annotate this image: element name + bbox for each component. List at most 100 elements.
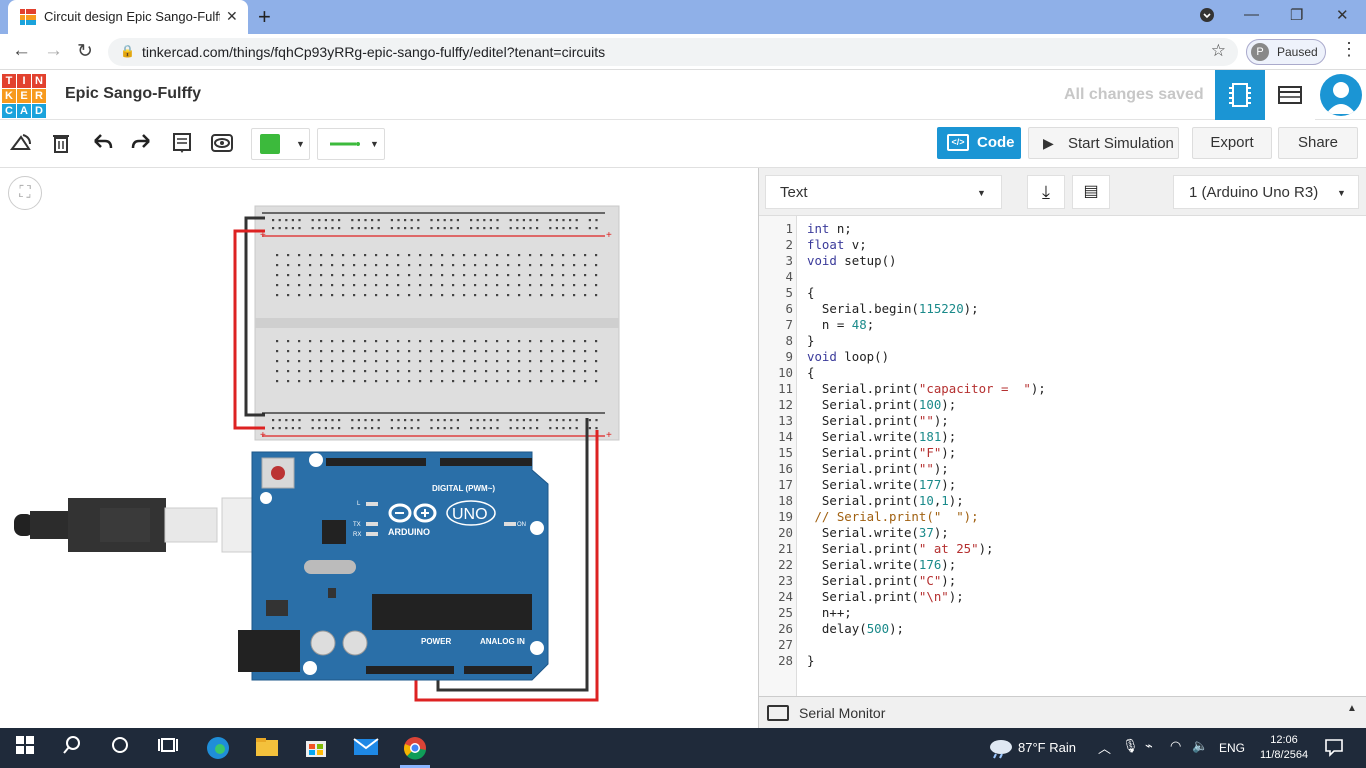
breadboard-hole[interactable] — [443, 427, 446, 430]
breadboard-hole[interactable] — [404, 227, 407, 230]
breadboard-hole[interactable] — [419, 350, 422, 353]
breadboard-hole[interactable] — [529, 419, 532, 422]
breadboard-hole[interactable] — [309, 294, 312, 297]
breadboard-hole[interactable] — [569, 427, 572, 430]
microphone-icon[interactable]: 🎙 — [1122, 738, 1139, 753]
breadboard-hole[interactable] — [555, 427, 558, 430]
breadboard-hole[interactable] — [562, 219, 565, 222]
breadboard-hole[interactable] — [331, 380, 334, 383]
breadboard-hole[interactable] — [489, 219, 492, 222]
breadboard-hole[interactable] — [298, 219, 301, 222]
breadboard-hole[interactable] — [595, 350, 598, 353]
breadboard-hole[interactable] — [584, 340, 587, 343]
breadboard-hole[interactable] — [298, 294, 301, 297]
fit-view-icon[interactable]: ⛶ — [8, 176, 42, 210]
breadboard-hole[interactable] — [485, 340, 488, 343]
breadboard-hole[interactable] — [456, 427, 459, 430]
breadboard-hole[interactable] — [298, 284, 301, 287]
component-list-button[interactable] — [1265, 70, 1315, 120]
breadboard-hole[interactable] — [540, 264, 543, 267]
language-indicator[interactable]: ENG — [1219, 741, 1246, 755]
code-line[interactable]: Serial.print(""); — [807, 461, 949, 476]
breadboard-hole[interactable] — [375, 254, 378, 257]
breadboard-hole[interactable] — [291, 427, 294, 430]
notes-icon[interactable] — [172, 132, 192, 160]
breadboard-hole[interactable] — [441, 380, 444, 383]
breadboard-hole[interactable] — [338, 219, 341, 222]
breadboard-hole[interactable] — [549, 219, 552, 222]
window-close-icon[interactable]: ✕ — [1336, 7, 1349, 24]
breadboard-hole[interactable] — [441, 284, 444, 287]
breadboard-hole[interactable] — [320, 274, 323, 277]
breadboard-hole[interactable] — [318, 419, 321, 422]
breadboard-hole[interactable] — [357, 419, 360, 422]
breadboard-hole[interactable] — [276, 370, 279, 373]
breadboard-hole[interactable] — [540, 254, 543, 257]
breadboard-hole[interactable] — [404, 219, 407, 222]
breadboard-hole[interactable] — [595, 284, 598, 287]
breadboard-hole[interactable] — [540, 360, 543, 363]
code-line[interactable]: void loop() — [807, 349, 890, 364]
breadboard-hole[interactable] — [331, 370, 334, 373]
breadboard-hole[interactable] — [595, 427, 598, 430]
breadboard-hole[interactable] — [386, 264, 389, 267]
breadboard-hole[interactable] — [364, 360, 367, 363]
breadboard-hole[interactable] — [562, 284, 565, 287]
breadboard-hole[interactable] — [408, 370, 411, 373]
breadboard-hole[interactable] — [331, 427, 334, 430]
breadboard-hole[interactable] — [276, 274, 279, 277]
breadboard-hole[interactable] — [408, 284, 411, 287]
breadboard-hole[interactable] — [287, 254, 290, 257]
breadboard-hole[interactable] — [364, 340, 367, 343]
breadboard-hole[interactable] — [430, 370, 433, 373]
breadboard-hole[interactable] — [410, 419, 413, 422]
breadboard-hole[interactable] — [452, 294, 455, 297]
breadboard-hole[interactable] — [386, 294, 389, 297]
breadboard-hole[interactable] — [452, 340, 455, 343]
breadboard-hole[interactable] — [342, 254, 345, 257]
breadboard-hole[interactable] — [375, 284, 378, 287]
breadboard-hole[interactable] — [474, 264, 477, 267]
breadboard-hole[interactable] — [353, 284, 356, 287]
breadboard-hole[interactable] — [549, 427, 552, 430]
breadboard-hole[interactable] — [397, 219, 400, 222]
breadboard-hole[interactable] — [364, 274, 367, 277]
breadboard-hole[interactable] — [474, 350, 477, 353]
breadboard-hole[interactable] — [569, 227, 572, 230]
breadboard-hole[interactable] — [516, 427, 519, 430]
breadboard-hole[interactable] — [397, 294, 400, 297]
breadboard-hole[interactable] — [452, 380, 455, 383]
breadboard-hole[interactable] — [562, 427, 565, 430]
breadboard-hole[interactable] — [551, 254, 554, 257]
breadboard-hole[interactable] — [474, 294, 477, 297]
code-line[interactable]: Serial.print(""); — [807, 413, 949, 428]
breadboard-hole[interactable] — [298, 274, 301, 277]
breadboard-hole[interactable] — [417, 427, 420, 430]
breadboard-hole[interactable] — [573, 264, 576, 267]
breadboard-hole[interactable] — [331, 274, 334, 277]
breadboard-hole[interactable] — [331, 254, 334, 257]
breadboard-hole[interactable] — [452, 274, 455, 277]
breadboard-hole[interactable] — [575, 419, 578, 422]
breadboard-hole[interactable] — [419, 380, 422, 383]
breadboard-hole[interactable] — [357, 427, 360, 430]
breadboard-hole[interactable] — [470, 427, 473, 430]
file-explorer-icon[interactable] — [255, 736, 279, 763]
breadboard-hole[interactable] — [276, 254, 279, 257]
breadboard-hole[interactable] — [518, 360, 521, 363]
breadboard-hole[interactable] — [529, 254, 532, 257]
breadboard-hole[interactable] — [430, 419, 433, 422]
breadboard-hole[interactable] — [351, 419, 354, 422]
breadboard[interactable]: + + + + — [254, 205, 620, 441]
breadboard-hole[interactable] — [470, 219, 473, 222]
code-line[interactable]: { — [807, 285, 815, 300]
breadboard-hole[interactable] — [496, 350, 499, 353]
breadboard-hole[interactable] — [595, 419, 598, 422]
breadboard-hole[interactable] — [573, 360, 576, 363]
breadboard-hole[interactable] — [338, 427, 341, 430]
breadboard-hole[interactable] — [518, 264, 521, 267]
network-icon[interactable]: ⌁ — [1145, 738, 1153, 753]
code-line[interactable]: int n; — [807, 221, 852, 236]
breadboard-hole[interactable] — [456, 227, 459, 230]
